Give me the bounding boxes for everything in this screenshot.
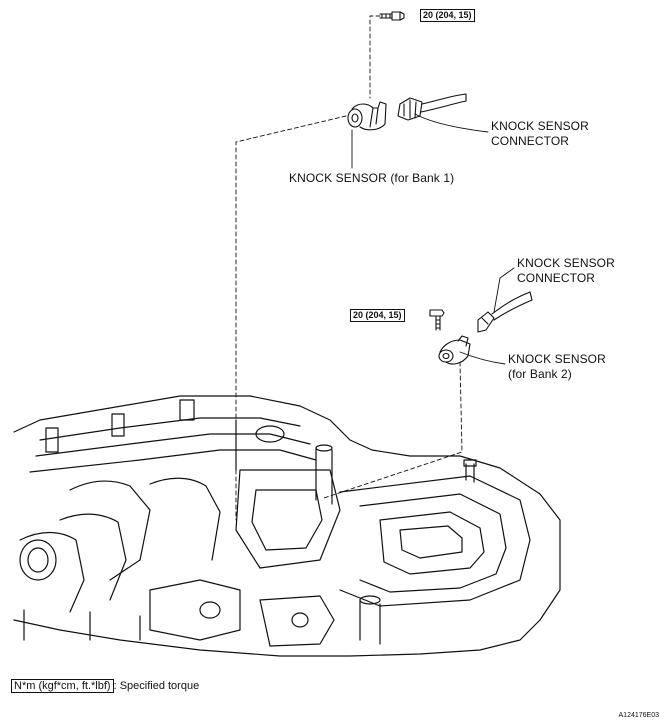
bank1-knock-sensor-icon [347, 101, 387, 131]
legend-text: : Specified torque [113, 680, 200, 692]
bank2-sensor-label-line1: KNOCK SENSOR [508, 352, 606, 366]
bank1-sensor-label: KNOCK SENSOR (for Bank 1) [289, 171, 455, 185]
reference-code: A124176E03 [618, 712, 659, 719]
bank1-bolt-icon [379, 11, 405, 21]
bank2-knock-sensor-icon [438, 335, 471, 365]
torque-legend: N*m (kgf*cm, ft.*lbf): Specified torque [11, 679, 199, 693]
bank1-connector-label-line1: KNOCK SENSOR [491, 119, 589, 133]
bank2-bolt-icon [429, 309, 445, 331]
bank2-connector-label-line1: KNOCK SENSOR [517, 256, 615, 270]
bank2-connector-label-line2: CONNECTOR [517, 271, 596, 285]
legend-unit-box: N*m (kgf*cm, ft.*lbf) [11, 679, 114, 693]
bank2-sensor-label-line2: (for Bank 2) [508, 367, 572, 381]
bank2-torque-spec: 20 (204, 15) [350, 309, 405, 322]
bank1-torque-spec: 20 (204, 15) [420, 9, 475, 22]
bank1-connector-label-line2: CONNECTOR [491, 134, 570, 148]
bank1-connector-icon [397, 93, 467, 121]
engine-block-drawing [13, 395, 561, 657]
bank2-connector-icon [477, 291, 533, 333]
